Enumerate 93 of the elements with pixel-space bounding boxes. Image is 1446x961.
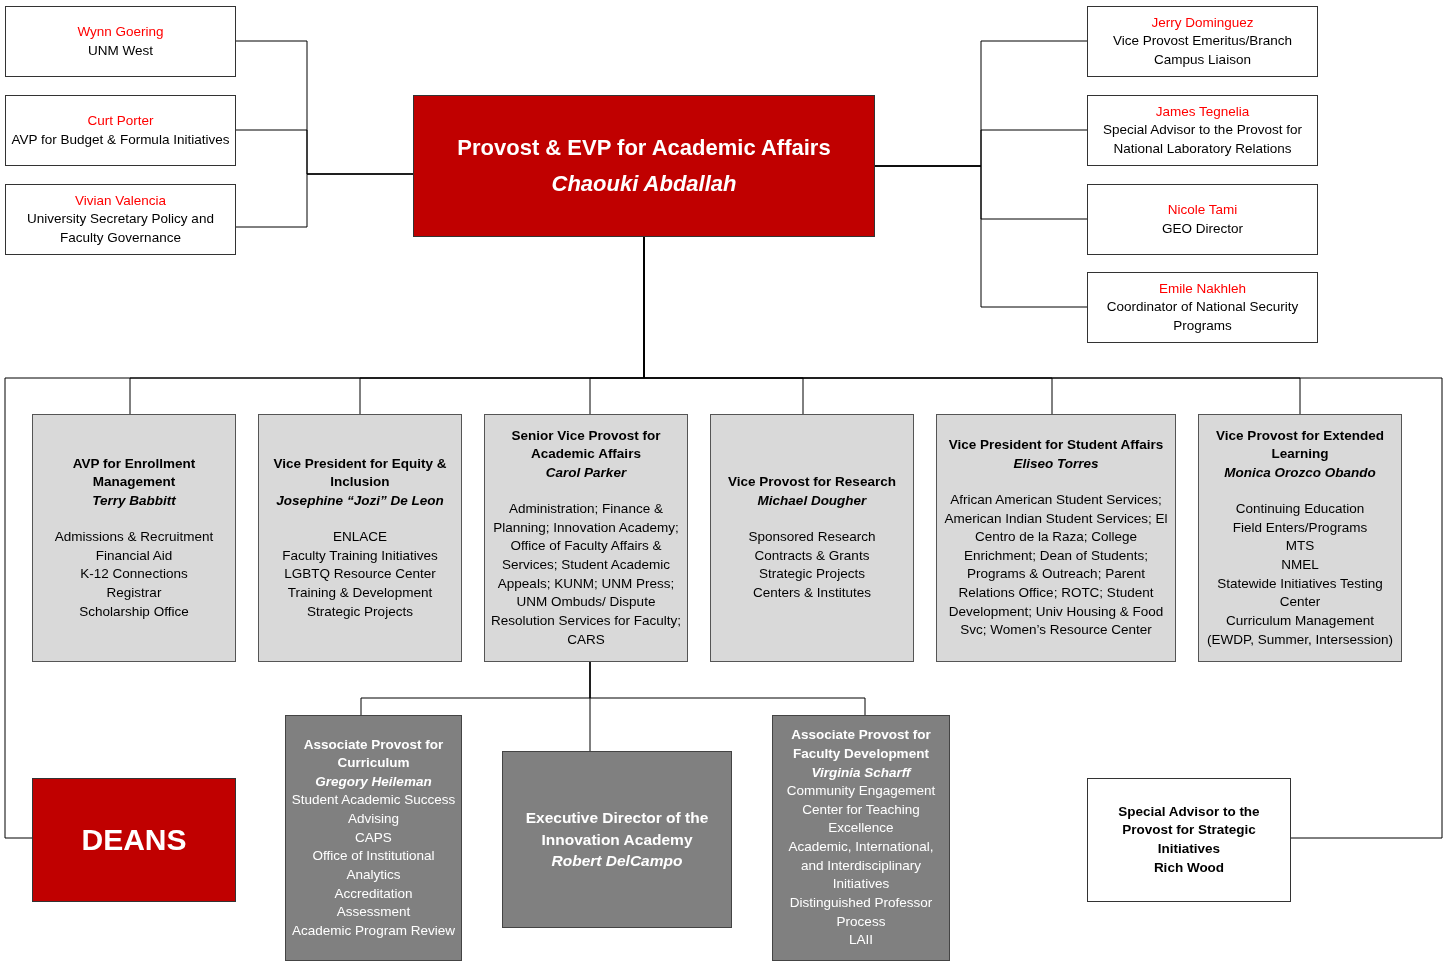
org-box <box>413 95 875 237</box>
role-text: GEO Director <box>1162 219 1243 238</box>
title-text: Vice President for Equity & Inclusion <box>272 454 448 492</box>
person-name: Jerry Dominguez <box>1151 13 1254 32</box>
role-text: Statewide Initiatives Testing Center <box>1216 574 1384 612</box>
role-text: Contracts & Grants <box>754 546 870 565</box>
role-text: Community Engagement <box>786 782 936 801</box>
person-name: Gregory Heileman <box>315 772 432 791</box>
title-text: Special Advisor to the Provost for Strategic Initiatives <box>1117 802 1261 858</box>
role-text: Registrar <box>106 584 162 602</box>
org-box <box>1087 184 1318 255</box>
org-box <box>5 95 236 166</box>
role-text: Academic Program Review <box>292 921 455 940</box>
role-text: Assessment <box>336 903 411 922</box>
org-box <box>1198 414 1402 662</box>
role-text: University Secretary Policy and Faculty Governance <box>26 210 215 247</box>
role-text: Center for Teaching Excellence <box>801 800 921 838</box>
role-text: LAII <box>849 931 873 950</box>
person-name: Emile Nakhleh <box>1158 279 1246 298</box>
connector-line <box>235 173 414 228</box>
person-name: Michael Dougher <box>757 491 867 510</box>
duty-text: Continuing Education <box>1235 500 1365 519</box>
org-box <box>1087 778 1291 902</box>
title-text: DEANS <box>81 822 187 859</box>
title-text: Vice President for Student Affairs <box>948 436 1164 455</box>
role-text: Centers & Institutes <box>753 584 871 602</box>
org-box <box>5 184 236 255</box>
duty-text: Admissions & Recruitment <box>54 528 214 547</box>
duty-text: Administration; Finance & Planning; Innovation Academy; Office of Faculty Affairs & Services; Student Academic Appeals; KUNM; UNM Press; UNM Ombuds/ Dispute Resolution Services for Faculty; CARS <box>490 500 682 649</box>
person-name: James Tegnelia <box>1155 102 1250 121</box>
role-text: K-12 Connections <box>80 565 188 584</box>
role-text: AVP for Budget & Formula Initiatives <box>11 130 230 149</box>
org-box <box>1087 95 1318 166</box>
role-text: Financial Aid <box>95 546 173 565</box>
org-box <box>5 6 236 77</box>
person-name: Carol Parker <box>545 464 627 483</box>
person-name: Robert DelCampo <box>551 851 683 872</box>
role-text: Special Advisor to the Provost for National Laboratory Relations <box>1102 121 1303 158</box>
role-text: Student Academic Success <box>291 791 456 810</box>
org-box <box>258 414 462 662</box>
role-text: Curriculum Management (EWDP, Summer, Intersession) <box>1206 611 1394 649</box>
org-box <box>710 414 914 662</box>
title-text: Vice Provost for Research <box>728 473 896 492</box>
role-text: Advising <box>348 810 399 829</box>
org-box <box>285 715 462 961</box>
role-text: Accreditation <box>334 884 413 903</box>
person-name: Curt Porter <box>87 111 154 130</box>
role-text: Training & Development <box>287 584 433 602</box>
org-box <box>484 414 688 662</box>
title-text: Associate Provost for Curriculum <box>302 735 445 773</box>
role-text: Distinguished Professor Process <box>788 893 934 931</box>
person-name: Terry Babbitt <box>92 491 176 510</box>
title-text: Senior Vice Provost for Academic Affairs <box>510 426 662 464</box>
role-text: Coordinator of National Security Programs <box>1105 298 1300 335</box>
role-text: Faculty Training Initiatives <box>282 546 438 565</box>
person-name: Nicole Tami <box>1167 200 1238 219</box>
role-text: Academic, International, and Interdisciplinary Initiatives <box>787 838 935 894</box>
title-text: Associate Provost for Faculty Development <box>790 726 932 763</box>
org-box <box>32 414 236 662</box>
org-box <box>772 715 950 961</box>
person-name: Vivian Valencia <box>74 191 167 210</box>
role-text: Field Enters/Programs <box>1232 518 1368 537</box>
org-box <box>1087 272 1318 343</box>
title-text: Vice Provost for Extended Learning <box>1215 426 1385 464</box>
role-text: NMEL <box>1281 556 1319 575</box>
role-text: CAPS <box>355 828 392 847</box>
title-text: Provost & EVP for Academic Affairs <box>457 133 831 162</box>
person-name: Chaouki Abdallah <box>551 170 737 198</box>
connector-line <box>589 661 866 716</box>
role-text: Scholarship Office <box>79 602 189 621</box>
role-text: Office of Institutional Analytics <box>311 847 436 884</box>
person-name: Wynn Goering <box>77 22 164 41</box>
person-name: Eliseo Torres <box>1013 454 1099 473</box>
role-text: Vice Provost Emeritus/Branch Campus Liaison <box>1111 32 1294 69</box>
role-text: Strategic Projects <box>759 565 865 584</box>
person-name: Virginia Scharff <box>811 763 911 782</box>
title-text: AVP for Enrollment Management <box>71 454 197 492</box>
role-text: LGBTQ Resource Center <box>284 565 436 584</box>
org-box <box>936 414 1176 662</box>
title-text: Rich Wood <box>1153 858 1225 877</box>
person-name: Josephine “Jozi” De Leon <box>276 491 444 510</box>
role-text: MTS <box>1285 537 1315 556</box>
person-name: Monica Orozco Obando <box>1224 464 1376 483</box>
org-box <box>1087 6 1318 77</box>
duty-text: Sponsored Research <box>748 528 876 547</box>
role-text: UNM West <box>88 41 153 60</box>
connector-line <box>874 165 1088 308</box>
org-box <box>32 778 236 902</box>
role-text: Strategic Projects <box>307 602 413 621</box>
duty-text: African American Student Services; American Indian Student Services; El Centro de la Raza; College Enrichment; Dean of Students; Programs & Outreach; Parent Relations Office; ROTC; Student Development; Univ Housing & Food Svc; Women’s Resource Center <box>943 490 1169 640</box>
org-box <box>502 751 732 928</box>
duty-text: ENLACE <box>333 528 387 547</box>
title-text: Executive Director of the Innovation Academy <box>524 808 710 850</box>
